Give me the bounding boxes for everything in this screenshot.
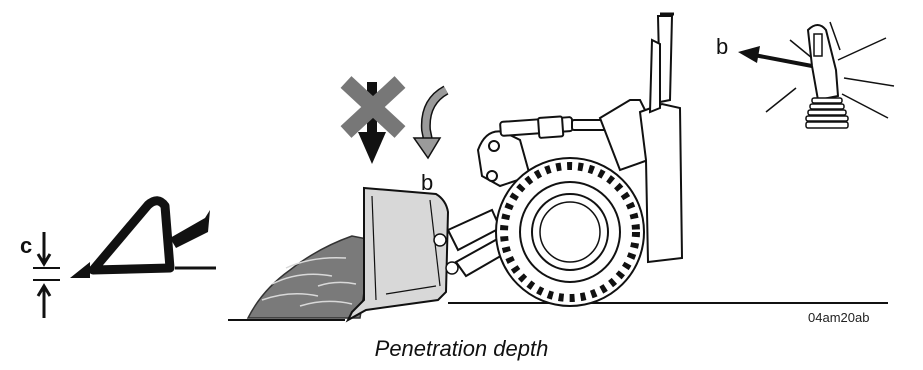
reference-code: 04am20ab <box>808 310 869 325</box>
crossed-down-arrow-icon <box>346 82 400 164</box>
material-pile <box>248 236 372 318</box>
front-wheel <box>496 158 644 306</box>
label-b-right: b <box>716 34 728 60</box>
loader-bucket <box>348 188 458 320</box>
figure-caption: Penetration depth <box>0 336 923 362</box>
penetration-depth-symbol <box>33 201 216 318</box>
joystick-lever-icon <box>738 22 894 128</box>
curved-arrow-icon <box>414 90 446 158</box>
label-c: c <box>20 233 32 259</box>
label-b-center: b <box>421 170 433 196</box>
